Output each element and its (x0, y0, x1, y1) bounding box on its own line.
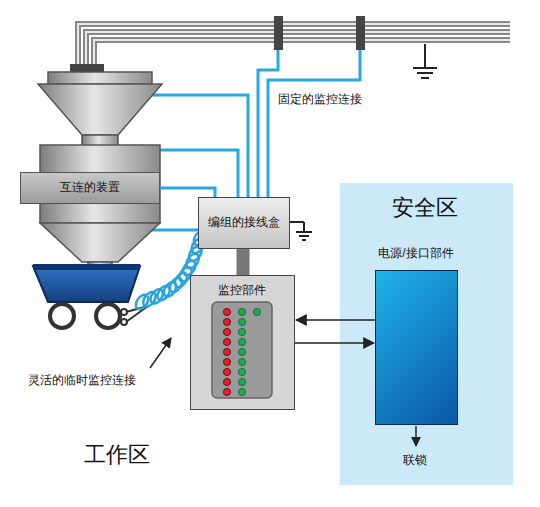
cart (33, 264, 140, 328)
led-lamps (223, 308, 260, 395)
label: 灵活的临时监控连接 (28, 372, 136, 389)
label: 工作区 (84, 440, 150, 470)
earth-clip (121, 306, 148, 325)
node-text: 电源/接口部件 (378, 245, 453, 262)
junction-box: 编组的接线盒 (198, 197, 290, 249)
node-text: 互连的装置 (60, 179, 120, 196)
ground-symbol (290, 222, 312, 240)
device-box: 互连的装置 (20, 172, 160, 204)
led-panel (212, 302, 272, 398)
pipe-clamp (274, 16, 283, 50)
node-text: 编组的接线盒 (208, 214, 280, 231)
interlock-arrow (415, 426, 417, 446)
node-text: 监控部件 (218, 282, 266, 299)
pipe-clamp (356, 16, 365, 50)
label: 固定的监控连接 (278, 91, 362, 108)
interface-box: 电源/接口部件 (375, 270, 458, 425)
ground-symbol (413, 44, 437, 78)
node-text: 安全区 (392, 193, 458, 223)
safety-zone-fill (340, 183, 513, 485)
monitor-box: 监控部件 (190, 275, 295, 410)
hopper (38, 72, 162, 269)
label: 联锁 (403, 452, 427, 469)
pipes (78, 24, 510, 70)
pipe-flange (70, 64, 104, 72)
monitor-wire (160, 188, 215, 197)
mount-bar (237, 249, 250, 275)
safety-zone: 安全区电源/接口部件 (340, 183, 513, 485)
signal-arrow (296, 319, 375, 321)
signal-arrow (295, 342, 374, 344)
monitor-fill (190, 275, 295, 410)
leader-arrow (150, 338, 171, 368)
